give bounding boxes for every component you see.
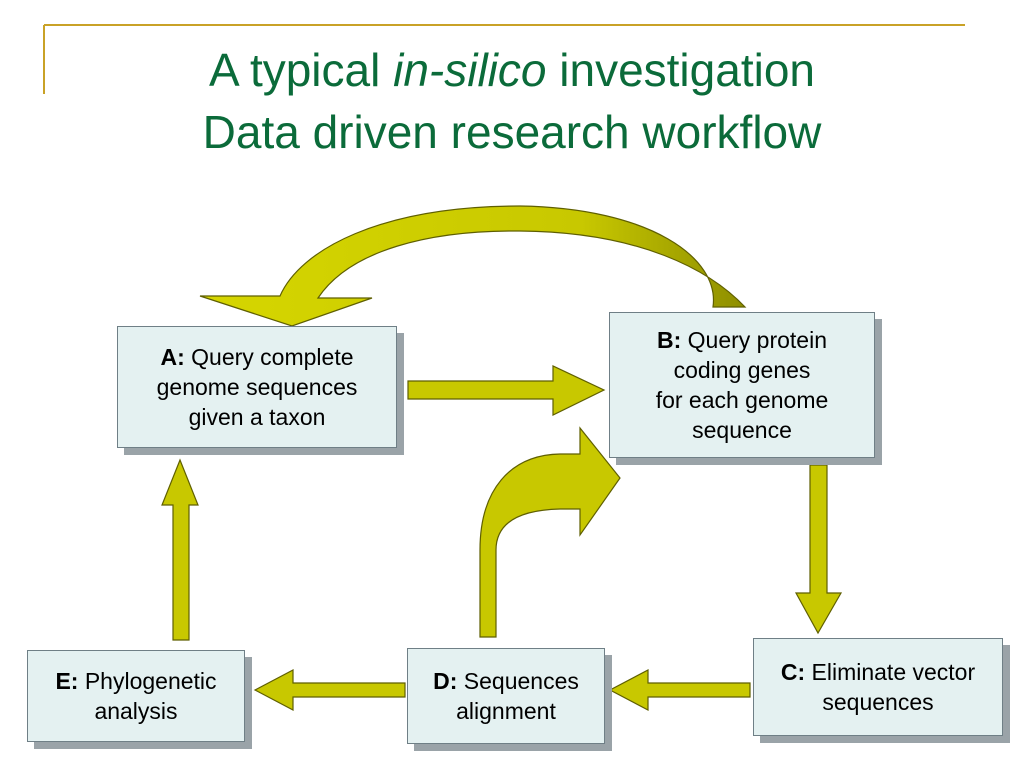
step-a-line-3: given a taxon: [188, 404, 326, 430]
arrow-d-to-e: [253, 669, 406, 711]
title-emphasis: in-silico: [393, 44, 547, 96]
step-b-line-2: coding genes: [673, 357, 811, 383]
step-d-line-2: alignment: [456, 698, 556, 724]
step-b-line-4: sequence: [692, 417, 792, 443]
step-b-line-3: for each genome: [655, 387, 829, 413]
step-a-box: A: Query complete genome sequences given…: [117, 326, 397, 448]
step-e-line-2: analysis: [94, 698, 178, 724]
arrow-a-to-b: [407, 365, 606, 416]
step-c-line-1: C: Eliminate vector: [781, 657, 975, 687]
step-d-id: D:: [433, 668, 458, 694]
step-e-box: E: Phylogenetic analysis: [27, 650, 245, 742]
step-c-id: C:: [780, 659, 806, 685]
step-b-box: B: Query protein coding genes for each g…: [609, 312, 875, 458]
step-c-text-1: Eliminate vector: [811, 659, 976, 685]
step-d-line-1: D: Sequences: [433, 666, 579, 696]
step-e-text-1: Phylogenetic: [84, 668, 217, 694]
arrow-c-to-d: [608, 669, 751, 711]
step-b-id: B:: [656, 327, 682, 353]
step-e-line-1: E: Phylogenetic: [55, 666, 216, 696]
arrow-b-to-c: [794, 464, 843, 635]
step-a-text-1: Query complete: [191, 344, 354, 370]
step-a-id: A:: [160, 344, 185, 370]
step-c-box: C: Eliminate vector sequences: [753, 638, 1003, 736]
loop-arrow-b-to-a: [199, 205, 747, 327]
page-title-line-1: A typical in-silico investigation: [0, 44, 1024, 96]
step-b-text-1: Query protein: [687, 327, 828, 353]
step-b-line-1: B: Query protein: [657, 325, 827, 355]
step-a-line-2: genome sequences: [156, 374, 358, 400]
step-d-box: D: Sequences alignment: [407, 648, 605, 744]
title-suffix: investigation: [546, 44, 815, 96]
arrow-e-to-a: [161, 458, 199, 641]
arrow-d-to-b: [479, 426, 621, 638]
page-title-line-2: Data driven research workflow: [202, 106, 822, 158]
step-c-line-2: sequences: [822, 689, 934, 715]
step-a-line-1: A: Query complete: [160, 342, 353, 372]
step-e-id: E:: [55, 668, 79, 694]
title-prefix: A typical: [209, 44, 394, 96]
step-d-text-1: Sequences: [463, 668, 579, 694]
